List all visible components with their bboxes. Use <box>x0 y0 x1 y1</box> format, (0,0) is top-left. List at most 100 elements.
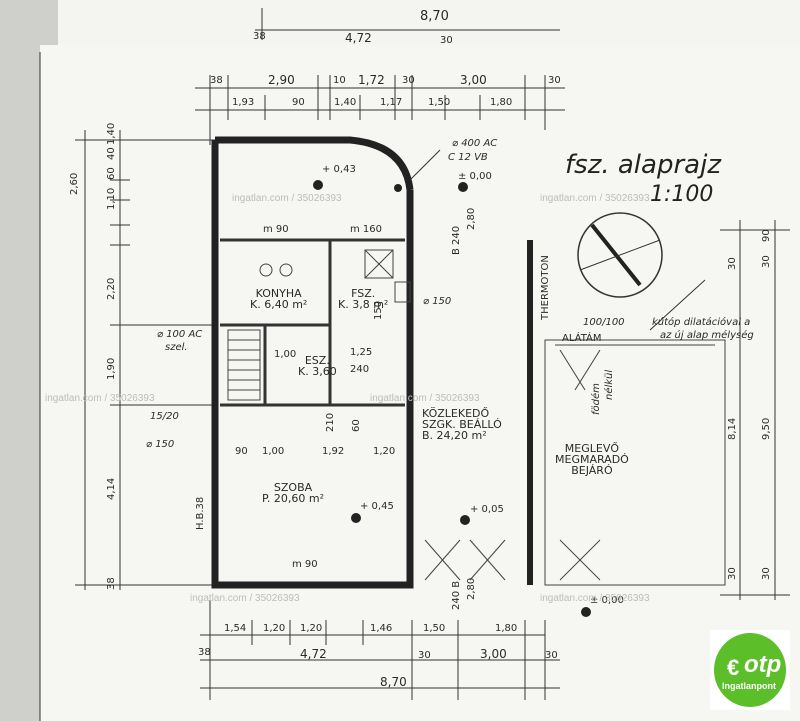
drawing-sheet <box>40 45 800 721</box>
logo-icon: € <box>727 655 740 680</box>
label-1-92: 1,92 <box>322 446 345 457</box>
right-dim: 30 <box>761 567 772 580</box>
kitchen-fixtures <box>259 249 411 303</box>
label-vb: C 12 VB <box>448 152 488 163</box>
section-line <box>409 149 706 331</box>
bottom-overall-dim: 8,70 <box>380 675 407 689</box>
top-dim: 1,93 <box>232 97 255 108</box>
label-d150b: ⌀ 150 <box>146 439 175 450</box>
bottom-dim: 4,72 <box>300 647 327 661</box>
left-dim: 2,20 <box>106 277 117 300</box>
left-dim-ticks <box>75 139 215 586</box>
top-dim-ticks <box>209 75 546 145</box>
room-name: MEGLEVŐ <box>564 442 620 455</box>
top-dim: 1,17 <box>380 97 403 108</box>
label-m90: m 90 <box>263 224 289 235</box>
room-esz: ESZ. K. 3,60 <box>298 355 337 377</box>
label-alatam: ALÁTÁM <box>562 333 602 344</box>
top-dim: 30 <box>548 75 561 86</box>
room-fsz: FSZ. K. 3,8 m² <box>338 288 388 310</box>
bottom-dim: 1,20 <box>300 623 323 634</box>
right-dim: 90 <box>761 229 772 242</box>
label-nelkul: nélkül <box>604 369 615 400</box>
level-b: ± 0,00 <box>458 171 492 182</box>
watermark: ingatlan.com / 35026393 <box>370 393 480 404</box>
room-sub: BEJÁRÓ <box>571 464 613 477</box>
back-dim-b: 4,72 <box>345 31 372 45</box>
back-overall-dim: 8,70 <box>420 9 449 24</box>
label-ac: ⌀ 400 AC <box>452 138 498 149</box>
room-name: SZOBA <box>273 481 313 494</box>
label-1-20: 1,20 <box>373 446 396 457</box>
left-dim: 60 <box>106 167 117 180</box>
room-area: P. 20,60 m² <box>262 492 325 505</box>
top-dim: 38 <box>210 75 223 86</box>
room-konyha: KONYHA K. 6,40 m² <box>250 288 307 310</box>
label-240: 240 <box>350 364 370 375</box>
label-90: 90 <box>235 446 248 457</box>
label-h280: 2,80 <box>466 207 477 230</box>
label-m160: m 160 <box>350 224 383 235</box>
label-1-25: 1,25 <box>350 347 373 358</box>
logo-sub: Ingatlanpont <box>722 681 776 691</box>
bottom-dim: 1,54 <box>224 623 247 634</box>
room-area: K. 6,40 m² <box>250 298 308 311</box>
label-az-uj: az új alap mélység <box>660 330 754 341</box>
left-dim: 38 <box>106 577 117 590</box>
back-dim-c: 30 <box>440 35 453 46</box>
right-dim: 9,50 <box>761 417 772 440</box>
label-kutopt: kútóp dilatációval a <box>652 317 751 328</box>
level-e: ± 0,00 <box>590 595 624 606</box>
room-sub: SZGK. BEÁLLÓ <box>422 418 502 431</box>
room-name: ESZ. <box>304 354 330 367</box>
room-name: KÖZLEKEDŐ <box>422 407 490 420</box>
label-m90b: m 90 <box>292 559 318 570</box>
room-sub: MEGMARADÓ <box>555 453 629 466</box>
level-a: + 0,43 <box>322 164 356 175</box>
room-area: B. 24,20 m² <box>422 429 487 442</box>
watermark: ingatlan.com / 35026393 <box>540 193 650 204</box>
bottom-dim: 1,80 <box>495 623 518 634</box>
label-d150: ⌀ 150 <box>423 296 452 307</box>
right-dim: 30 <box>727 257 738 270</box>
label-szel: szel. <box>165 342 188 353</box>
label-1-00: 1,00 <box>262 446 285 457</box>
label-210: 210 <box>325 412 336 432</box>
north-arrow <box>577 212 663 298</box>
right-dim: 30 <box>727 567 738 580</box>
top-dim: 1,50 <box>428 97 451 108</box>
existing-passage <box>424 339 726 586</box>
right-dim: 8,14 <box>727 417 738 440</box>
left-dim: 1,90 <box>106 357 117 380</box>
bottom-dim: 1,46 <box>370 623 393 634</box>
room-name: FSZ. <box>351 287 376 300</box>
left-dim: 40 <box>106 147 117 160</box>
label-150: 150 <box>373 300 384 320</box>
top-dim: 3,00 <box>460 73 487 87</box>
bottom-dim: 30 <box>418 650 431 661</box>
top-dim: 1,40 <box>334 97 357 108</box>
room-kozlekedo: KÖZLEKEDŐ SZGK. BEÁLLÓ B. 24,20 m² <box>422 408 502 441</box>
watermark: ingatlan.com / 35026393 <box>190 593 300 604</box>
plan-title: fsz. alaprajz <box>565 150 721 180</box>
back-sheet <box>58 0 800 50</box>
level-markers <box>313 180 591 617</box>
top-dim: 90 <box>292 97 305 108</box>
room-szoba: SZOBA P. 20,60 m² <box>262 482 324 504</box>
label-h280b: 2,80 <box>466 577 477 600</box>
right-dim: 30 <box>761 255 772 268</box>
bottom-dim: 1,50 <box>423 623 446 634</box>
bottom-dim: 1,20 <box>263 623 286 634</box>
label-b240b: 240 B <box>451 580 462 610</box>
left-dim: 1,10 <box>106 187 117 210</box>
top-dim: 10 <box>333 75 346 86</box>
left-dim: 4,14 <box>106 477 117 500</box>
left-dim: 1,40 <box>106 122 117 145</box>
label-1-00b: 1,00 <box>274 349 297 360</box>
bottom-dim: 38 <box>198 647 211 658</box>
label-foderm: födém <box>591 383 602 415</box>
label-100-100: 100/100 <box>583 317 625 328</box>
left-dim: 2,60 <box>69 172 80 195</box>
outer-walls <box>211 136 414 589</box>
room-name: KONYHA <box>255 287 302 300</box>
